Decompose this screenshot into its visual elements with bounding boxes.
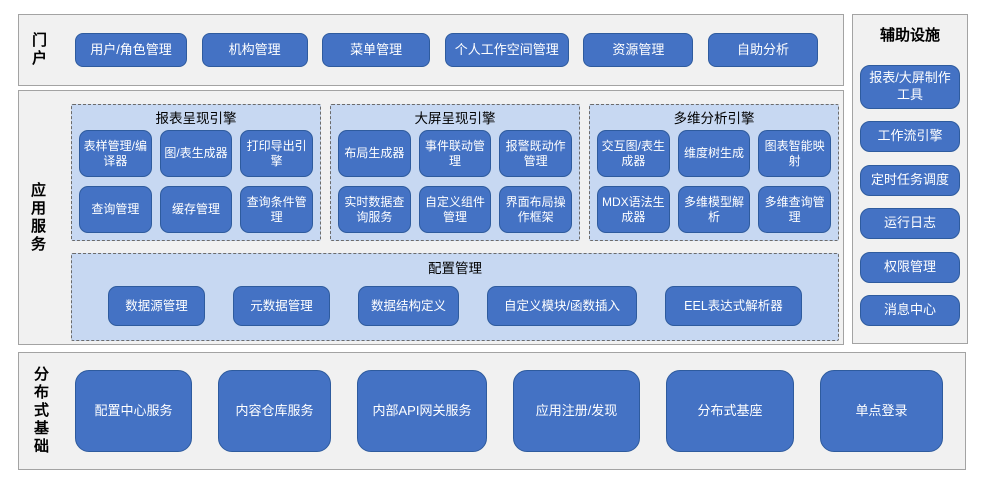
portal-section-label: 门户 — [31, 32, 47, 67]
aux-button-permission-mgmt[interactable]: 权限管理 — [860, 251, 960, 283]
bigscreen-button-realtime-query[interactable]: 实时数据查询服务 — [338, 186, 411, 233]
bigscreen-button-layout-generator[interactable]: 布局生成器 — [338, 130, 411, 177]
engine-panels-row: 报表呈现引擎 表样管理/编译器 图/表生成器 打印导出引擎 查询管理 缓存管理 … — [71, 104, 839, 241]
bigscreen-engine-button-grid: 布局生成器 事件联动管理 报警既动作管理 实时数据查询服务 自定义组件管理 界面… — [338, 130, 572, 233]
report-engine-button-query-mgmt[interactable]: 查询管理 — [79, 186, 152, 233]
olap-button-smart-mapping[interactable]: 图表智能映射 — [758, 130, 831, 177]
olap-button-mdx-generator[interactable]: MDX语法生成器 — [597, 186, 670, 233]
olap-button-query-mgmt[interactable]: 多维查询管理 — [758, 186, 831, 233]
foundation-button-config-center[interactable]: 配置中心服务 — [75, 370, 192, 452]
portal-button-workspace-mgmt[interactable]: 个人工作空间管理 — [444, 33, 569, 67]
report-engine-button-chart-generator[interactable]: 图/表生成器 — [159, 130, 233, 177]
bigscreen-button-alarm-action[interactable]: 报警既动作管理 — [499, 130, 572, 177]
aux-button-report-bigscreen-tools[interactable]: 报表/大屏制作工具 — [860, 64, 960, 109]
olap-engine-panel: 多维分析引擎 交互图/表生成器 维度树生成 图表智能映射 MDX语法生成器 多维… — [589, 104, 839, 241]
app-services-section: 应用服务 报表呈现引擎 表样管理/编译器 图/表生成器 打印导出引擎 查询管理 … — [18, 90, 844, 345]
config-mgmt-panel: 配置管理 数据源管理 元数据管理 数据结构定义 自定义模块/函数插入 EEL表达… — [71, 253, 839, 341]
bigscreen-button-ui-layout-framework[interactable]: 界面布局操作框架 — [499, 186, 572, 233]
report-engine-button-query-condition[interactable]: 查询条件管理 — [240, 186, 313, 233]
report-engine-button-style-compiler[interactable]: 表样管理/编译器 — [79, 130, 152, 177]
config-button-datasource-mgmt[interactable]: 数据源管理 — [108, 286, 205, 326]
report-engine-button-print-export[interactable]: 打印导出引擎 — [240, 130, 313, 177]
olap-button-dimension-tree[interactable]: 维度树生成 — [677, 130, 751, 177]
report-engine-button-grid: 表样管理/编译器 图/表生成器 打印导出引擎 查询管理 缓存管理 查询条件管理 — [79, 130, 313, 233]
olap-engine-button-grid: 交互图/表生成器 维度树生成 图表智能映射 MDX语法生成器 多维模型解析 多维… — [597, 130, 831, 233]
report-engine-button-cache-mgmt[interactable]: 缓存管理 — [159, 186, 233, 233]
auxiliary-section: 辅助设施 报表/大屏制作工具 工作流引擎 定时任务调度 运行日志 权限管理 消息… — [852, 14, 968, 344]
portal-button-resource-mgmt[interactable]: 资源管理 — [583, 33, 694, 67]
config-button-metadata-mgmt[interactable]: 元数据管理 — [233, 286, 330, 326]
bigscreen-engine-panel: 大屏呈现引擎 布局生成器 事件联动管理 报警既动作管理 实时数据查询服务 自定义… — [330, 104, 580, 241]
foundation-button-single-sign-on[interactable]: 单点登录 — [820, 370, 943, 452]
app-services-section-label: 应用服务 — [30, 181, 46, 253]
aux-button-scheduled-tasks[interactable]: 定时任务调度 — [860, 164, 960, 196]
bigscreen-engine-panel-title: 大屏呈现引擎 — [414, 111, 496, 126]
report-engine-panel-title: 报表呈现引擎 — [155, 111, 237, 126]
portal-button-row: 用户/角色管理 机构管理 菜单管理 个人工作空间管理 资源管理 自助分析 — [48, 33, 843, 67]
config-button-custom-module-function[interactable]: 自定义模块/函数插入 — [487, 286, 637, 326]
auxiliary-button-column: 报表/大屏制作工具 工作流引擎 定时任务调度 运行日志 权限管理 消息中心 — [853, 52, 967, 343]
foundation-button-app-register-discovery[interactable]: 应用注册/发现 — [513, 370, 640, 452]
auxiliary-section-title: 辅助设施 — [879, 27, 940, 44]
portal-button-menu-mgmt[interactable]: 菜单管理 — [322, 33, 431, 67]
aux-button-workflow-engine[interactable]: 工作流引擎 — [860, 121, 960, 153]
aux-button-message-center[interactable]: 消息中心 — [860, 295, 960, 327]
olap-engine-panel-title: 多维分析引擎 — [673, 111, 755, 126]
portal-button-org-mgmt[interactable]: 机构管理 — [201, 33, 308, 67]
config-button-data-structure[interactable]: 数据结构定义 — [358, 286, 459, 326]
portal-button-user-role-mgmt[interactable]: 用户/角色管理 — [75, 33, 187, 67]
portal-button-self-analysis[interactable]: 自助分析 — [707, 33, 818, 67]
olap-button-interactive-chart[interactable]: 交互图/表生成器 — [597, 130, 670, 177]
foundation-button-distributed-base[interactable]: 分布式基座 — [666, 370, 794, 452]
foundation-button-row: 配置中心服务 内容仓库服务 内部API网关服务 应用注册/发现 分布式基座 单点… — [50, 370, 965, 452]
portal-section: 门户 用户/角色管理 机构管理 菜单管理 个人工作空间管理 资源管理 自助分析 — [18, 14, 844, 86]
foundation-button-internal-api-gateway[interactable]: 内部API网关服务 — [357, 370, 487, 452]
aux-button-run-logs[interactable]: 运行日志 — [860, 208, 960, 240]
config-mgmt-panel-title: 配置管理 — [428, 261, 482, 276]
foundation-section: 分布式基础 配置中心服务 内容仓库服务 内部API网关服务 应用注册/发现 分布… — [18, 352, 966, 470]
foundation-button-content-repository[interactable]: 内容仓库服务 — [218, 370, 331, 452]
report-engine-panel: 报表呈现引擎 表样管理/编译器 图/表生成器 打印导出引擎 查询管理 缓存管理 … — [71, 104, 321, 241]
olap-button-model-parsing[interactable]: 多维模型解析 — [677, 186, 751, 233]
bigscreen-button-event-linkage[interactable]: 事件联动管理 — [418, 130, 492, 177]
config-mgmt-button-row: 数据源管理 元数据管理 数据结构定义 自定义模块/函数插入 EEL表达式解析器 — [80, 280, 830, 332]
foundation-section-label: 分布式基础 — [33, 366, 49, 455]
config-button-eel-expression-parser[interactable]: EEL表达式解析器 — [665, 286, 802, 326]
bigscreen-button-custom-component[interactable]: 自定义组件管理 — [418, 186, 492, 233]
